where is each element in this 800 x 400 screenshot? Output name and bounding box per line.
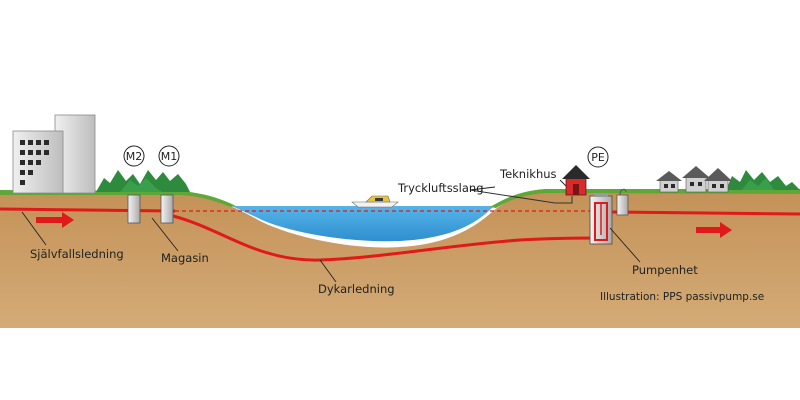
svg-text:M1: M1: [161, 150, 178, 163]
leader-lines: [21, 179, 641, 283]
svg-text:PE: PE: [591, 151, 605, 164]
house-3: [704, 168, 732, 193]
well-m2: [127, 194, 141, 224]
outgoing-pipe: [611, 210, 800, 216]
submerged-pipe: [164, 212, 603, 262]
trees-right: [726, 170, 800, 190]
boat: [351, 195, 399, 208]
label-teknikhus: Teknikhus: [499, 167, 557, 181]
lake-water: [232, 206, 494, 242]
gravity-pipe: [0, 207, 176, 213]
houses: [656, 166, 732, 193]
label-tryckluftsslang: Tryckluftsslang: [397, 181, 484, 195]
label-sjalvfallsledning: Självfallsledning: [30, 247, 124, 261]
pump-unit: [589, 193, 613, 245]
badge-m2: M2: [123, 145, 145, 167]
label-dykarledning: Dykarledning: [318, 282, 395, 296]
flow-arrow-right: [696, 222, 732, 238]
grass: [0, 189, 800, 208]
trees-left: [96, 170, 190, 192]
label-magasin: Magasin: [161, 251, 209, 265]
house-2: [682, 166, 710, 193]
well-m1: [160, 194, 174, 224]
air-hose: [469, 189, 573, 204]
badge-pe: PE: [587, 146, 609, 168]
badge-m1: M1: [158, 145, 180, 167]
svg-text:M2: M2: [126, 150, 143, 163]
illustration-credit: Illustration: PPS passivpump.se: [600, 291, 764, 303]
apartment-buildings: [12, 114, 96, 194]
vent-well: [616, 188, 629, 216]
label-pumpenhet: Pumpenhet: [632, 263, 698, 277]
flow-arrow-left: [36, 212, 74, 228]
house-1: [656, 171, 682, 193]
building-windows: [20, 140, 49, 185]
teknikhus-building: [562, 165, 590, 196]
